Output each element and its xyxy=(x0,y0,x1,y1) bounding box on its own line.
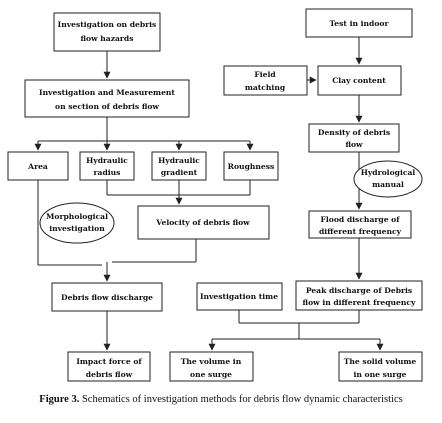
box-flood-discharge: Flood discharge of different frequency xyxy=(308,210,412,239)
box-impact-force: Impact force of debris flow xyxy=(67,351,151,382)
box-label-line: Debris flow discharge xyxy=(61,293,153,302)
box-label-line: Investigation on debris xyxy=(58,20,157,29)
box-area: Area xyxy=(7,151,69,181)
box-peak-discharge: Peak discharge of Debris flow in differe… xyxy=(295,280,423,311)
flow-diagram: Investigation on debris flow hazards Inv… xyxy=(7,8,423,382)
box-clay-content: Clay content xyxy=(317,65,402,96)
box-label-line: Velocity of debris flow xyxy=(155,218,250,227)
box-label-line: Field xyxy=(254,70,276,79)
box-label-line: in one surge xyxy=(353,370,406,379)
oval-label-line: manual xyxy=(372,180,404,189)
box-label-line: The solid volume xyxy=(344,357,417,366)
box-label-line: Density of debris xyxy=(318,128,390,137)
box-label-line: radius xyxy=(94,168,121,177)
box-volume-in-one-surge: The volume in one surge xyxy=(169,351,254,382)
box-hydraulic-radius: Hydraulic radius xyxy=(79,151,135,181)
box-velocity: Velocity of debris flow xyxy=(137,205,270,240)
box-density: Density of debris flow xyxy=(308,123,400,153)
box-label-line: matching xyxy=(245,83,286,92)
box-roughness: Roughness xyxy=(223,151,279,181)
oval-label-line: Hydrological xyxy=(361,168,416,177)
caption-text: Schematics of investigation methods for … xyxy=(79,394,403,405)
box-label-line: different frequency xyxy=(319,227,402,236)
box-label-line: gradient xyxy=(161,168,198,177)
box-label-line: on section of debris flow xyxy=(55,102,159,111)
box-solid-volume: The solid volume in one surge xyxy=(338,351,423,382)
box-hydraulic-gradient: Hydraulic gradient xyxy=(151,151,207,181)
box-investigation-time: Investigation time xyxy=(196,282,283,311)
box-label-line: Investigation and Measurement xyxy=(39,88,175,97)
box-label-line: The volume in xyxy=(181,357,242,366)
box-test-in-indoor: Test in indoor xyxy=(305,8,413,38)
box-label-line: Flood discharge of xyxy=(320,215,400,224)
box-label-line: Investigation time xyxy=(200,292,278,301)
box-debris-flow-discharge: Debris flow discharge xyxy=(51,282,163,312)
box-label-line: flow hazards xyxy=(80,34,133,43)
box-investigation-hazards: Investigation on debris flow hazards xyxy=(53,12,161,52)
box-label-line: Impact force of xyxy=(76,357,142,366)
box-investigation-measurement: Investigation and Measurement on section… xyxy=(24,79,190,118)
box-label-line: Roughness xyxy=(228,162,275,171)
box-label-line: Peak discharge of Debris xyxy=(306,286,412,295)
oval-label-line: Morphological xyxy=(46,212,108,221)
box-label-line: Hydraulic xyxy=(158,156,200,165)
figure-caption: Figure 3. Schematics of investigation me… xyxy=(0,394,442,405)
box-label-line: Area xyxy=(27,162,48,171)
box-label-line: flow in different frequency xyxy=(303,298,416,307)
box-label-line: debris flow xyxy=(86,370,133,379)
box-label-line: one surge xyxy=(190,370,232,379)
box-label-line: Test in indoor xyxy=(330,19,390,28)
box-field-matching: Field matching xyxy=(223,65,308,96)
oval-morphological-investigation: Morphological investigation xyxy=(39,202,115,244)
oval-label-line: investigation xyxy=(49,224,105,233)
connectors xyxy=(34,51,254,351)
oval-hydrological-manual: Hydrological manual xyxy=(353,160,423,198)
caption-label: Figure 3. xyxy=(39,394,80,405)
box-label-line: flow xyxy=(345,140,363,149)
box-label-line: Clay content xyxy=(332,76,386,85)
connectors-right xyxy=(208,37,384,351)
box-label-line: Hydraulic xyxy=(86,156,128,165)
